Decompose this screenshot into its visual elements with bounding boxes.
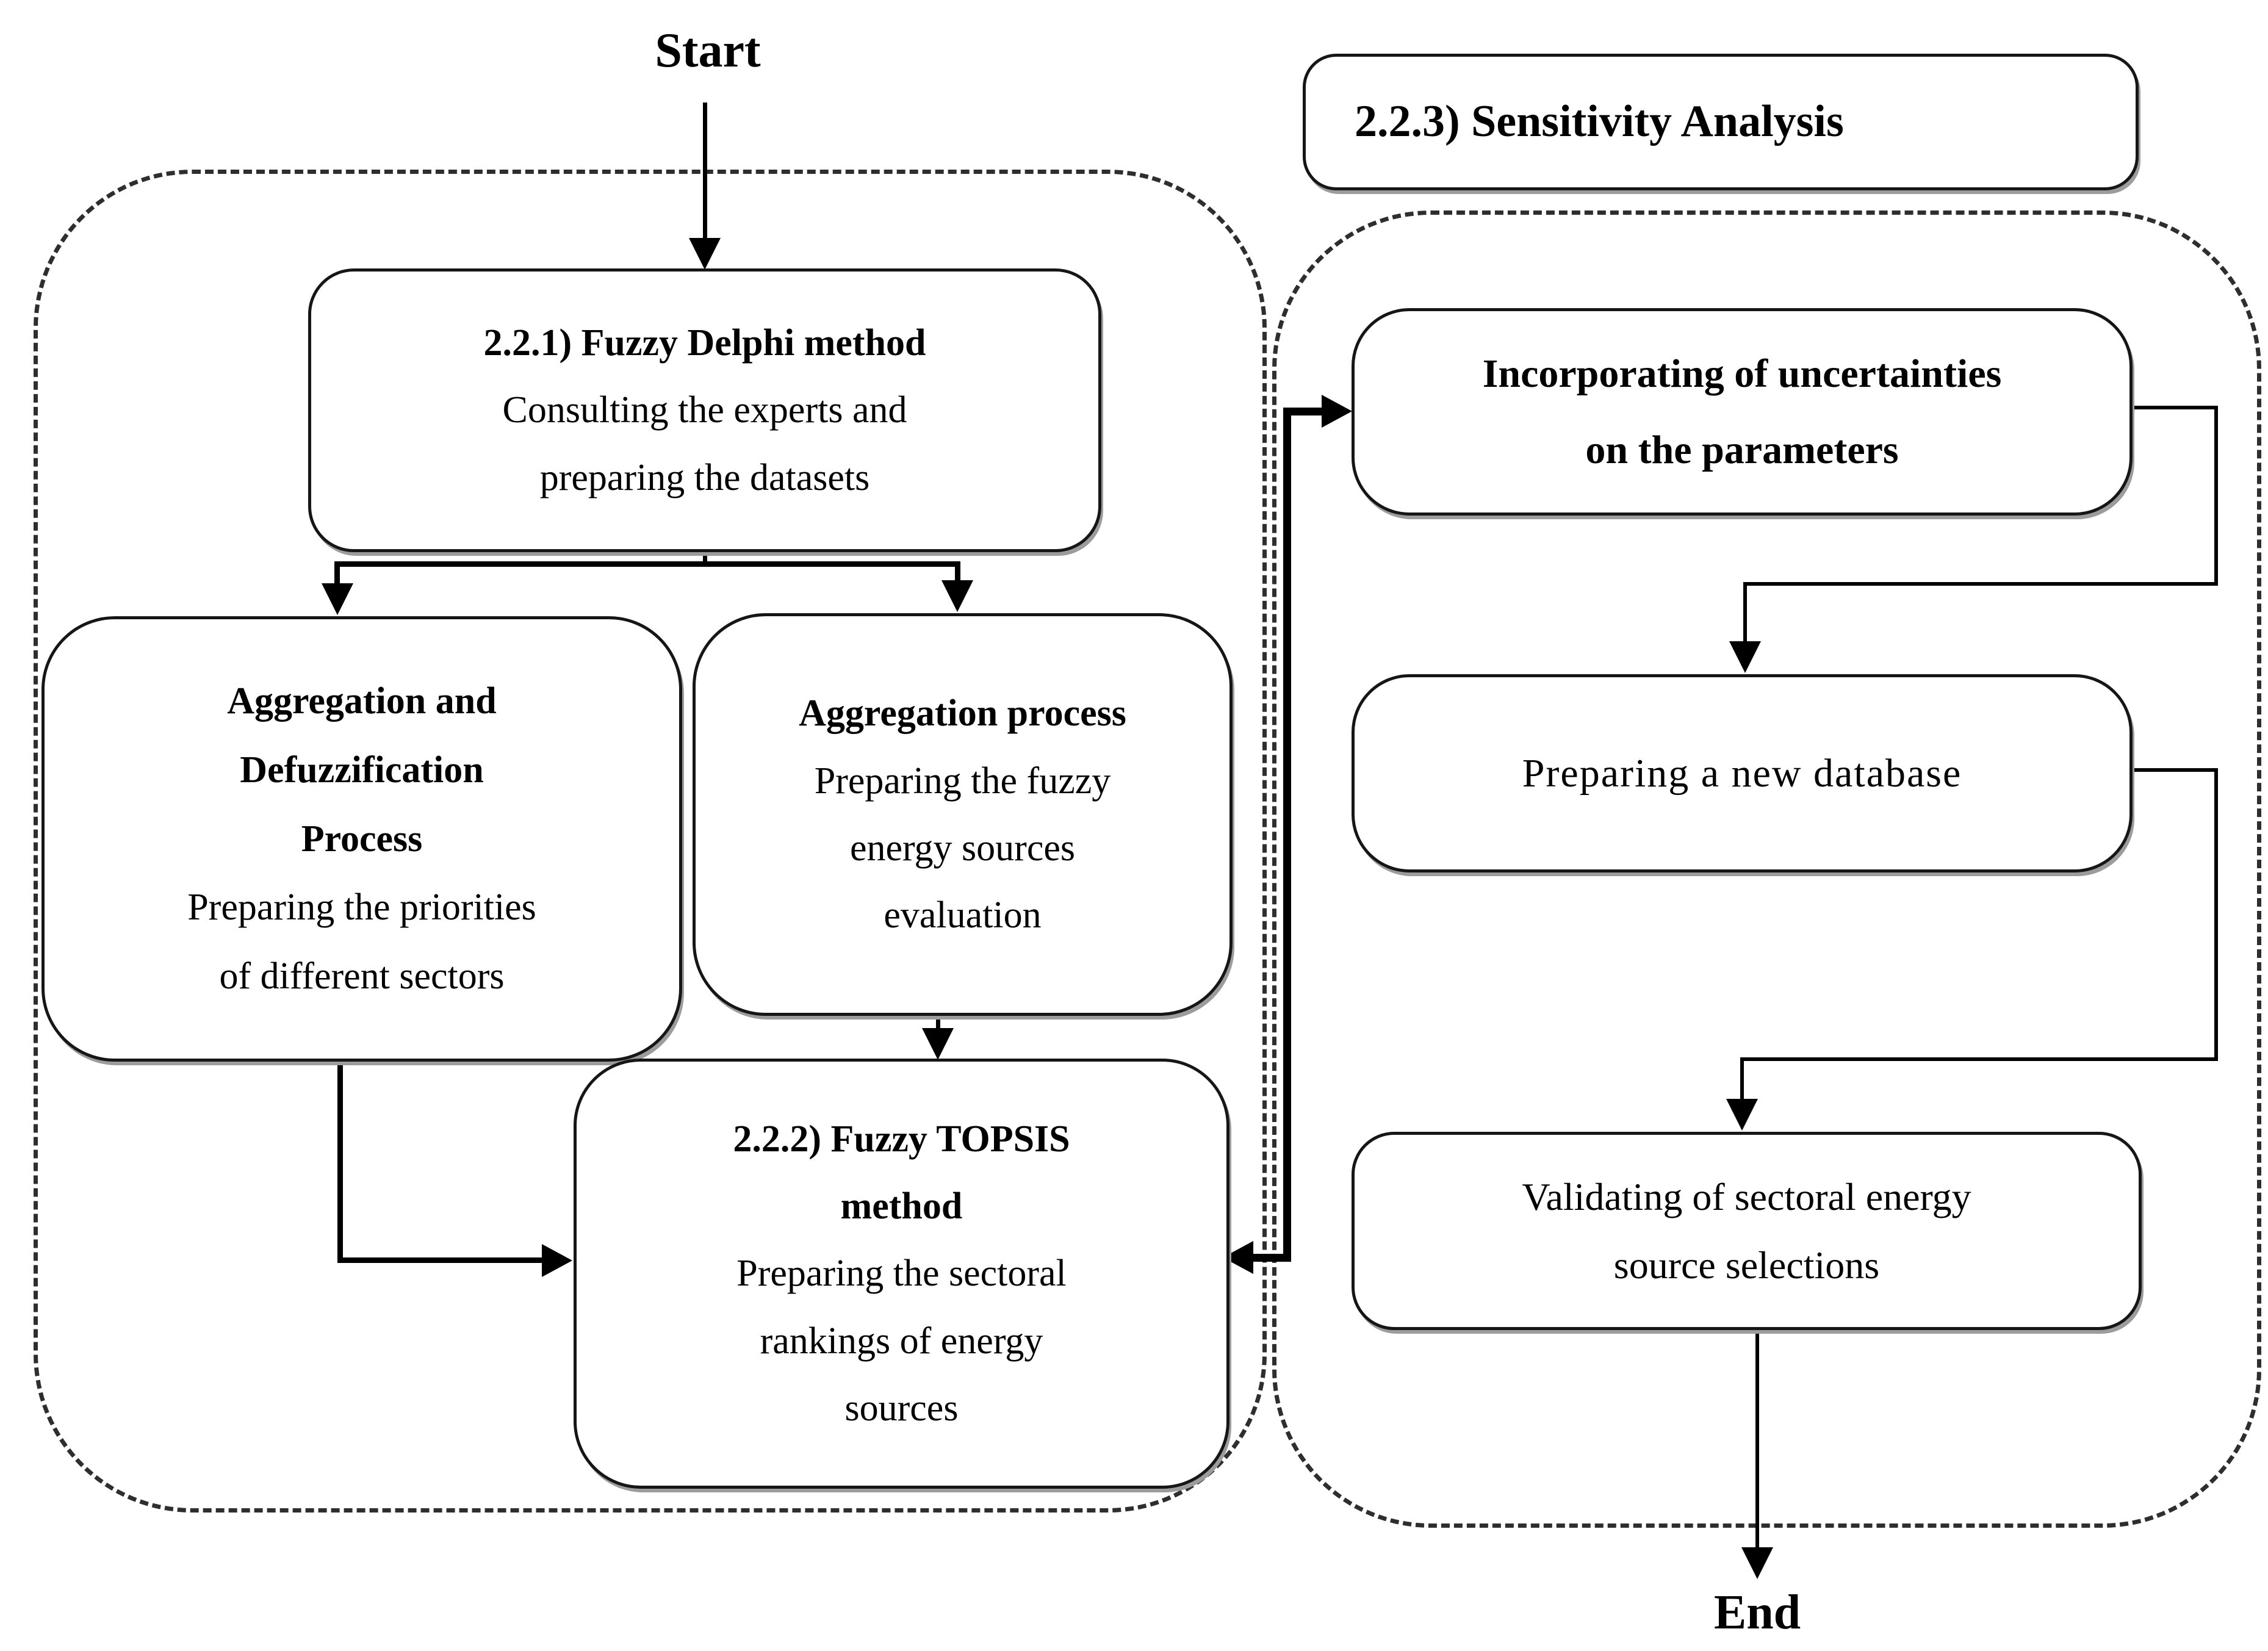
new-database-text: Preparing a new database [1522,750,1962,796]
aggproc-body-line3: evaluation [884,894,1042,937]
incorp-to-db-hline2 [1743,582,2218,586]
aggdef-body-line2: of different sectors [219,955,505,998]
topsis-body-line3: sources [844,1387,959,1430]
aggdef-to-topsis-arrowhead-icon [542,1244,572,1277]
aggproc-body-line1: Preparing the fuzzy [814,760,1111,802]
new-database-box: Preparing a new database [1352,674,2133,872]
branch-right-drop-line [955,561,960,586]
fuzzy-topsis-box: 2.2.2) Fuzzy TOPSIS method Preparing the… [574,1059,1229,1489]
aggproc-to-topsis-line [936,1010,940,1031]
start-label: Start [655,24,761,77]
topsis-sensitivity-connector-bottom-hline [1251,1254,1287,1262]
aggproc-title: Aggregation process [799,692,1126,735]
topsis-title-line2: method [840,1185,963,1227]
fuzzy-delphi-box: 2.2.1) Fuzzy Delphi method Consulting th… [308,268,1101,552]
fuzzy-methods-group-border [34,170,1267,1513]
aggdef-body-line1: Preparing the priorities [187,887,536,929]
fuzzy-delphi-body-line1: Consulting the experts and [502,389,907,431]
incorp-to-db-vline2 [1743,582,1747,644]
aggproc-body-line2: energy sources [849,827,1075,869]
validating-to-end-line [1755,1324,1759,1550]
sensitivity-title-box: 2.2.3) Sensitivity Analysis [1303,54,2139,190]
start-arrow-line [703,103,707,242]
aggdef-title-line2: Defuzzification [240,749,484,791]
incorporating-line1: Incorporating of uncertainties [1482,351,2002,396]
incorp-to-db-vline1 [2214,406,2218,586]
start-arrowhead-icon [689,238,721,270]
validating-line1: Validating of sectoral energy [1522,1174,1971,1218]
aggregation-defuzzification-box: Aggregation and Defuzzification Process … [41,616,682,1062]
branch-left-arrowhead-icon [322,583,353,615]
aggdef-to-topsis-hline [337,1257,545,1263]
topsis-body-line2: rankings of energy [760,1320,1043,1362]
db-to-validating-hline1 [2126,768,2218,772]
aggregation-process-box: Aggregation process Preparing the fuzzy … [693,613,1233,1016]
incorp-to-db-hline1 [2126,406,2218,409]
end-label: End [1713,1586,1801,1639]
branch-horizontal-line [334,561,960,567]
validating-selections-box: Validating of sectoral energy source sel… [1352,1132,2142,1330]
db-to-validating-hline2 [1740,1057,2218,1061]
fuzzy-delphi-body-line2: preparing the datasets [539,456,870,498]
db-to-validating-vline2 [1740,1057,1744,1101]
aggdef-title-line3: Process [301,818,423,860]
incorporating-line2: on the parameters [1585,428,1899,472]
to-incorporating-arrowhead-icon [1322,395,1352,428]
fuzzy-delphi-title: 2.2.1) Fuzzy Delphi method [483,322,926,364]
topsis-sensitivity-connector-top-hline [1287,408,1325,415]
aggdef-title-line1: Aggregation and [227,680,497,722]
topsis-body-line1: Preparing the sectoral [736,1253,1067,1295]
validating-line2: source selections [1613,1243,1880,1287]
aggdef-to-topsis-vline [337,1054,343,1263]
end-arrowhead-icon [1741,1547,1773,1579]
sensitivity-group-border [1272,210,2261,1528]
aggproc-to-topsis-arrowhead-icon [922,1028,954,1060]
incorporating-uncertainties-box: Incorporating of uncertainties on the pa… [1352,308,2133,516]
incorp-to-db-arrowhead-icon [1729,641,1761,673]
sensitivity-title: 2.2.3) Sensitivity Analysis [1355,96,1844,147]
db-to-validating-vline1 [2214,768,2218,1061]
branch-right-arrowhead-icon [941,580,973,612]
db-to-validating-arrowhead-icon [1726,1099,1758,1131]
branch-stem-line [703,545,707,567]
branch-left-drop-line [334,561,340,586]
topsis-sensitivity-connector-vline [1283,408,1291,1262]
topsis-title-line1: 2.2.2) Fuzzy TOPSIS [733,1118,1070,1160]
